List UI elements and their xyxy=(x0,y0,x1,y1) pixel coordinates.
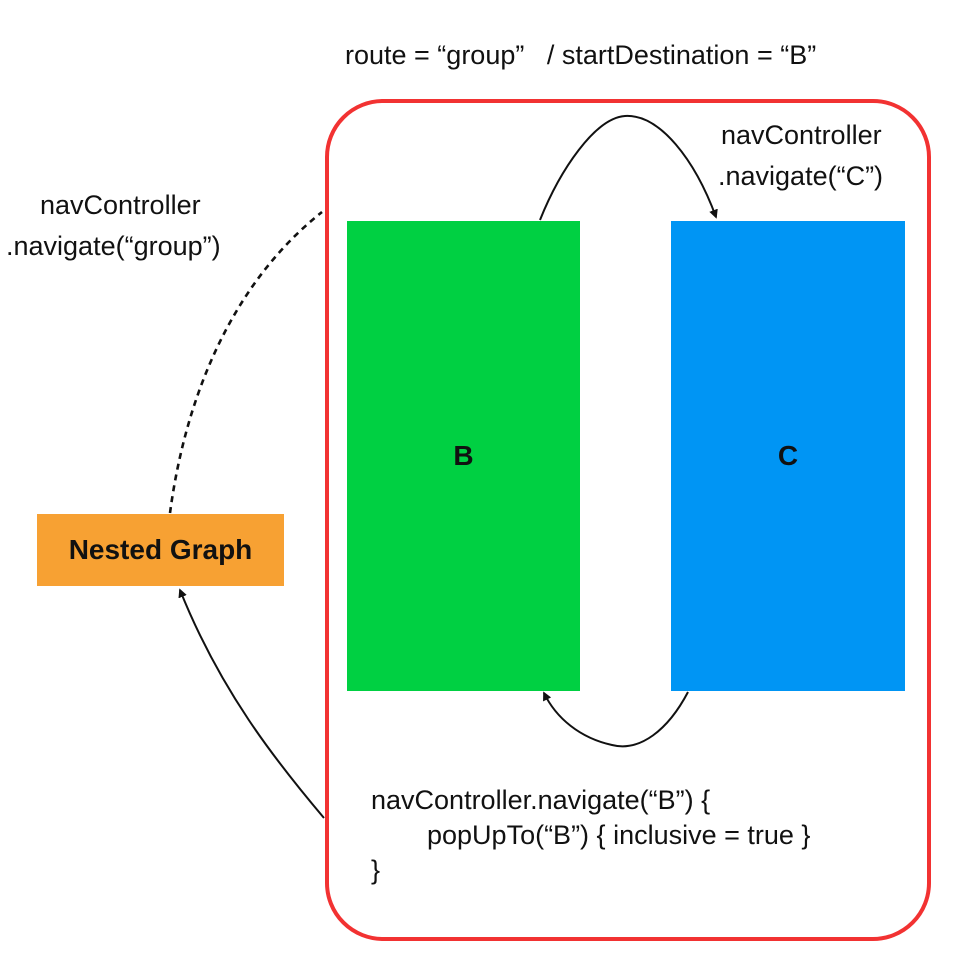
destination-b-label: B xyxy=(453,440,474,471)
destination-c: C xyxy=(671,221,905,691)
edge-c-to-b-code-line3: } xyxy=(371,855,381,885)
edge-b-to-c-label-line1: navController xyxy=(721,120,882,150)
group-container xyxy=(325,99,931,941)
edge-pop-to-nested-line xyxy=(178,588,325,819)
edge-b-to-c-label-line2: .navigate(“C”) xyxy=(718,161,884,191)
destination-b: B xyxy=(347,221,580,691)
edge-c-to-b-code-line2: popUpTo(“B”) { inclusive = true } xyxy=(427,820,811,850)
group-route-label: route = “group” / startDestination = “B” xyxy=(345,40,817,70)
edge-to-group-label-line1: navController xyxy=(40,190,201,220)
edge-to-group-label-line2: .navigate(“group”) xyxy=(6,231,221,261)
nested-graph-label: Nested Graph xyxy=(68,534,253,565)
nested-graph-node: Nested Graph xyxy=(37,514,284,586)
destination-c-label: C xyxy=(777,440,799,471)
edge-c-to-b-code-line1: navController.navigate(“B”) { xyxy=(371,785,711,815)
